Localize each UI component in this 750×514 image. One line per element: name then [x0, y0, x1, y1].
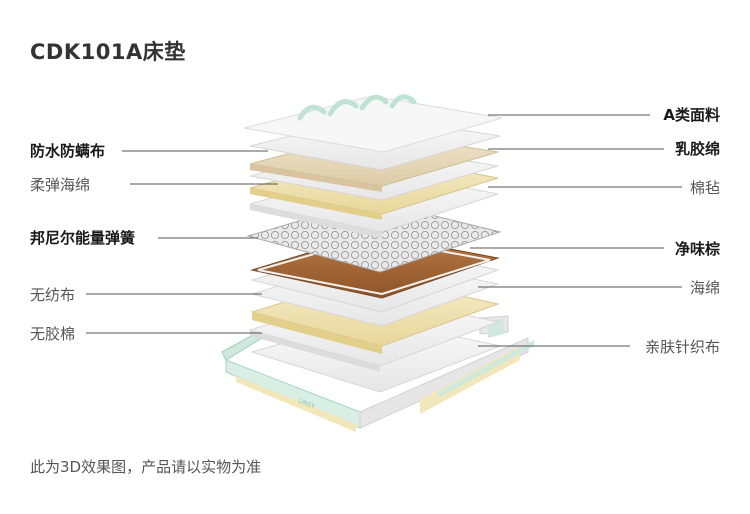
label-bonnell-spring: 邦尼尔能量弹簧 — [30, 229, 136, 247]
label-a-class-fabric: A类面料 — [663, 106, 720, 124]
label-odorless-coir: 净味棕 — [674, 240, 720, 258]
label-latex: 乳胶绵 — [674, 140, 720, 158]
leader-lines — [86, 114, 682, 347]
label-soft-sponge: 柔弹海绵 — [30, 176, 91, 194]
label-non-woven: 无纺布 — [30, 286, 76, 304]
label-felt: 棉毡 — [689, 179, 720, 197]
label-waterproof-anti-mite: 防水防螨布 — [30, 142, 106, 160]
page-title: CDK101A床垫 — [30, 40, 186, 64]
label-non-glue-cotton: 无胶棉 — [30, 325, 76, 343]
label-sponge: 海绵 — [689, 279, 720, 297]
layer-top-fabric — [243, 94, 503, 153]
disclaimer-note: 此为3D效果图，产品请以实物为准 — [30, 458, 262, 476]
label-knit-fabric: 亲肤针织布 — [644, 338, 720, 356]
